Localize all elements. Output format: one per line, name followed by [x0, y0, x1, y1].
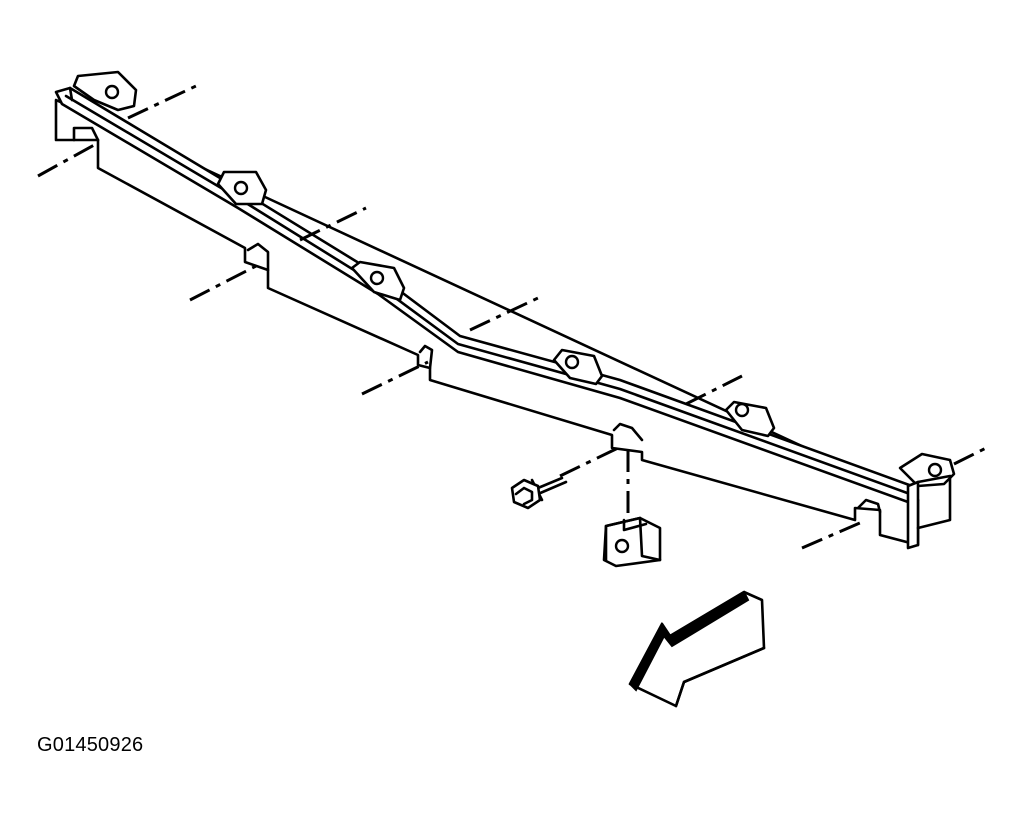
center-lines — [37, 84, 987, 550]
figure-id-label: G01450926 — [37, 734, 144, 756]
clip-hole — [614, 538, 630, 554]
tab-hole — [369, 270, 385, 286]
tab-hole — [233, 180, 249, 196]
clip-nut — [602, 516, 662, 568]
tab-hole — [734, 402, 750, 418]
tab-hole — [104, 84, 120, 100]
tab-hole — [564, 354, 580, 370]
tab-hole — [927, 462, 943, 478]
bolt — [510, 476, 568, 510]
bracket-rail — [54, 86, 920, 504]
bracket-right-end — [906, 474, 952, 550]
front-view-arrow — [628, 590, 766, 708]
mounting-tabs — [72, 70, 956, 488]
